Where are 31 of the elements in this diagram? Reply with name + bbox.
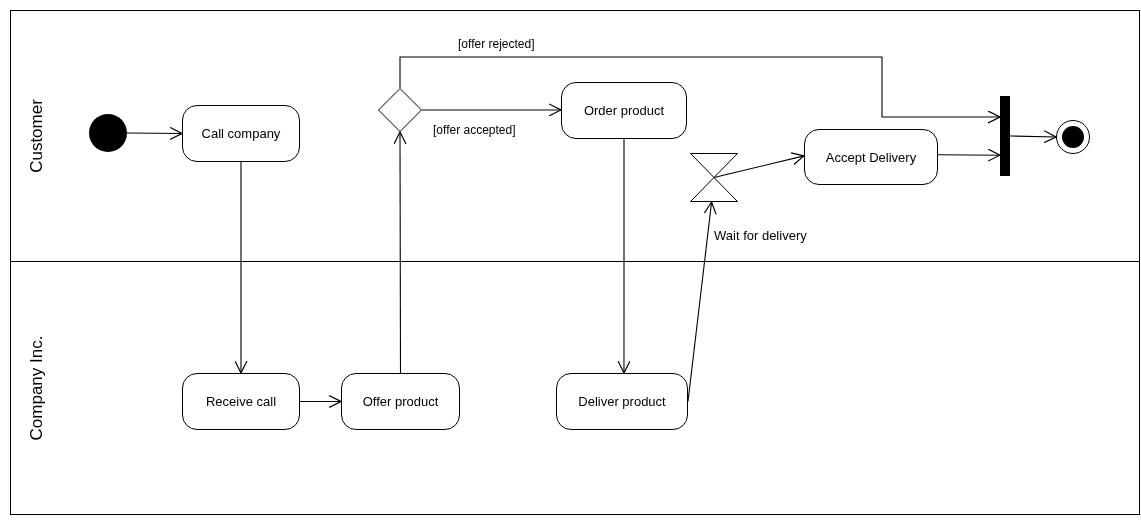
action-box <box>182 373 300 430</box>
arrow <box>234 161 248 374</box>
action-label: Accept Delivery <box>825 149 917 165</box>
edge-label: [offer rejected] <box>457 37 536 51</box>
swimlane <box>10 10 1140 262</box>
action-box <box>804 129 938 185</box>
arrow <box>126 126 183 140</box>
arrow <box>1009 130 1057 144</box>
swimlane <box>10 261 1140 515</box>
action-label: Receive call <box>205 394 277 409</box>
action-box <box>182 105 300 162</box>
action-label: Offer product <box>362 394 439 409</box>
arrow <box>399 56 1001 124</box>
lane-label: Customer <box>27 99 47 173</box>
initial-node <box>89 114 127 152</box>
join-bar <box>1000 96 1010 176</box>
arrow <box>937 148 1001 162</box>
action-box <box>561 82 687 139</box>
action-label: Call company <box>201 126 281 141</box>
arrow <box>617 138 631 374</box>
action-label: Order product <box>583 103 665 118</box>
time-event-label: Wait for delivery <box>714 228 807 243</box>
lane-label: Company Inc. <box>27 335 47 441</box>
final-node <box>1056 120 1090 154</box>
edge-label: [offer accepted] <box>432 123 517 137</box>
arrow <box>393 131 407 374</box>
action-label: Deliver product <box>578 394 666 409</box>
action-box <box>556 373 688 430</box>
action-box <box>341 373 460 430</box>
arrow <box>421 103 562 117</box>
arrow <box>299 394 342 409</box>
